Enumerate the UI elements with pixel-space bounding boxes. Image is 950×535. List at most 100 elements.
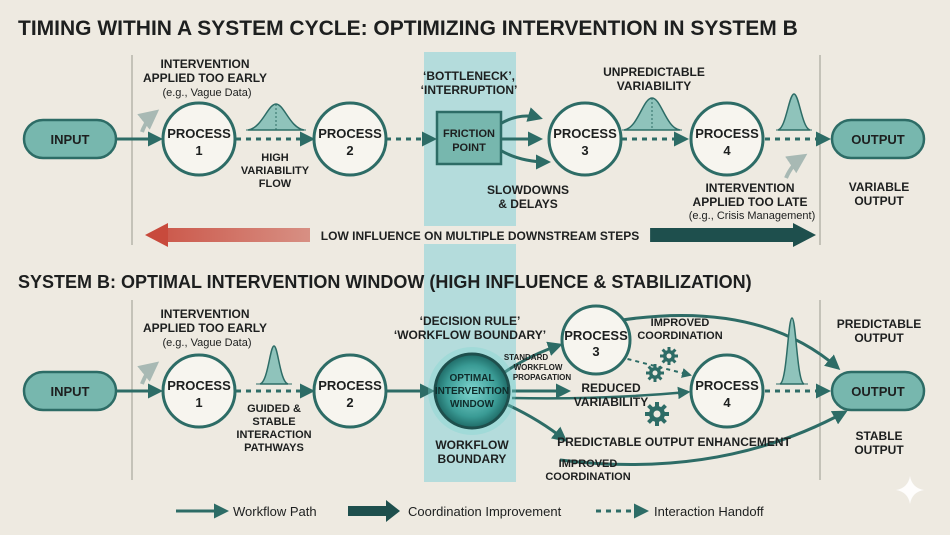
process-4-top [689, 101, 765, 177]
process-2-bottom-label: PROCESS [318, 378, 382, 393]
stable-output-2: OUTPUT [854, 443, 904, 457]
process-3-top [547, 101, 623, 177]
improved-coordination-bottom-1: IMPROVED [559, 458, 618, 470]
sparkle-icon [896, 476, 924, 504]
process-4-top-label: PROCESS [695, 126, 759, 141]
early-example-bottom: (e.g., Vague Data) [162, 337, 251, 349]
output-label-bottom: OUTPUT [851, 384, 905, 399]
standard-propagation-2: WORKFLOW [514, 363, 563, 372]
workflow-boundary-1: WORKFLOW [435, 438, 509, 452]
process-4-bottom [689, 353, 765, 429]
early-intervention-top-2: APPLIED TOO EARLY [143, 71, 267, 85]
page-title: TIMING WITHIN A SYSTEM CYCLE: OPTIMIZING… [18, 17, 798, 40]
legend-coordination-label: Coordination Improvement [408, 504, 562, 519]
stable-output-1: STABLE [855, 429, 902, 443]
output-label-top: OUTPUT [851, 132, 905, 147]
slowdowns-label-2: & DELAYS [498, 197, 558, 211]
legend-handoff-label: Interaction Handoff [654, 504, 764, 519]
process-4-bottom-label: PROCESS [695, 378, 759, 393]
late-intervention-arrow-top [784, 153, 808, 179]
arrow-window-p3 [504, 341, 563, 374]
guided-4: PATHWAYS [244, 442, 304, 454]
late-intervention-2: APPLIED TOO LATE [693, 195, 808, 209]
input-label-bottom: INPUT [51, 384, 90, 399]
reduced-variability-2: VARIABILITY [574, 395, 648, 409]
early-example-top: (e.g., Vague Data) [162, 87, 251, 99]
process-3-top-label: PROCESS [553, 126, 617, 141]
process-1-top-label: PROCESS [167, 126, 231, 141]
optimal-window-circle [433, 352, 511, 430]
arrow-bottom-curve-output [559, 410, 848, 467]
section-b-heading: SYSTEM B: OPTIMAL INTERVENTION WINDOW (H… [18, 272, 752, 292]
decision-rule-1: ‘DECISION RULE’ [420, 314, 521, 328]
slowdowns-label-1: SLOWDOWNS [487, 183, 569, 197]
gear-icon [660, 347, 678, 365]
input-label-top: INPUT [51, 132, 90, 147]
arrow-window-predictable [507, 403, 568, 442]
legend: Workflow Path Coordination Improvement I… [176, 500, 764, 522]
guided-3: INTERACTION [236, 429, 311, 441]
arrow-friction-p3-down [499, 148, 551, 170]
late-intervention-1: INTERVENTION [705, 181, 794, 195]
improved-coordination-top-1: IMPROVED [651, 317, 710, 329]
process-1-top-num: 1 [195, 143, 202, 158]
process-3-top-num: 3 [581, 143, 588, 158]
unpredictable-label-1: UNPREDICTABLE [603, 65, 705, 79]
process-2-top [312, 101, 388, 177]
unpredictable-label-2: VARIABILITY [617, 79, 691, 93]
predictable-enhancement: PREDICTABLE OUTPUT ENHANCEMENT [557, 435, 791, 449]
late-example: (e.g., Crisis Management) [689, 210, 816, 222]
process-3-bottom-label: PROCESS [564, 328, 628, 343]
process-1-top [161, 101, 237, 177]
improved-coordination-top-2: COORDINATION [637, 330, 722, 342]
workflow-boundary-2: BOUNDARY [438, 452, 507, 466]
gear-icon [645, 402, 669, 426]
influence-banner-label: LOW INFLUENCE ON MULTIPLE DOWNSTREAM STE… [321, 229, 639, 243]
friction-point-label-1: FRICTION [443, 128, 495, 140]
process-2-top-label: PROCESS [318, 126, 382, 141]
process-4-top-num: 4 [723, 143, 731, 158]
output-pill-top [830, 118, 926, 160]
arrow-p3-output-curve [621, 314, 841, 370]
process-3-bottom [560, 304, 632, 376]
standard-propagation-1: STANDARD [504, 353, 549, 362]
distribution-curve-guided [256, 345, 292, 385]
high-variability-2: VARIABILITY [241, 165, 310, 177]
arrow-friction-p3-up [499, 107, 543, 126]
legend-coordination-swatch [348, 500, 400, 522]
early-intervention-top-1: INTERVENTION [160, 57, 249, 71]
arrow-window-p4 [511, 386, 691, 400]
distribution-curve-unpredictable [622, 97, 682, 131]
optimal-window-label-2: INTERVENTION [435, 386, 509, 397]
improved-coordination-bottom-2: COORDINATION [545, 471, 630, 483]
bottleneck-label-1: ‘BOTTLENECK’, [423, 69, 515, 83]
process-1-bottom [161, 353, 237, 429]
process-3-bottom-num: 3 [592, 344, 599, 359]
guided-1: GUIDED & [247, 403, 301, 415]
high-variability-1: HIGH [261, 152, 289, 164]
early-intervention-arrow-top [137, 109, 160, 133]
predictable-output-2: OUTPUT [854, 331, 904, 345]
decision-rule-2: ‘WORKFLOW BOUNDARY’ [394, 328, 546, 342]
reduced-variability-1: REDUCED [581, 381, 641, 395]
high-variability-3: FLOW [259, 178, 292, 190]
guided-2: STABLE [252, 416, 295, 428]
gear-icon [646, 364, 664, 382]
distribution-curve-stable [776, 317, 808, 385]
variable-output-1: VARIABLE [849, 180, 909, 194]
process-2-bottom [312, 353, 388, 429]
early-intervention-bottom-2: APPLIED TOO EARLY [143, 321, 267, 335]
predictable-output-1: PREDICTABLE [837, 317, 921, 331]
standard-propagation-3: PROPAGATION [513, 373, 572, 382]
early-intervention-arrow-bottom [137, 361, 160, 385]
optimal-window-label-1: OPTIMAL [450, 373, 495, 384]
early-intervention-bottom-1: INTERVENTION [160, 307, 249, 321]
bottleneck-label-2: ‘INTERRUPTION’ [421, 83, 518, 97]
process-2-top-num: 2 [346, 143, 353, 158]
process-1-bottom-num: 1 [195, 395, 202, 410]
process-1-bottom-label: PROCESS [167, 378, 231, 393]
process-2-bottom-num: 2 [346, 395, 353, 410]
optimal-window-label-3: WINDOW [450, 399, 494, 410]
output-pill-bottom [830, 370, 926, 412]
